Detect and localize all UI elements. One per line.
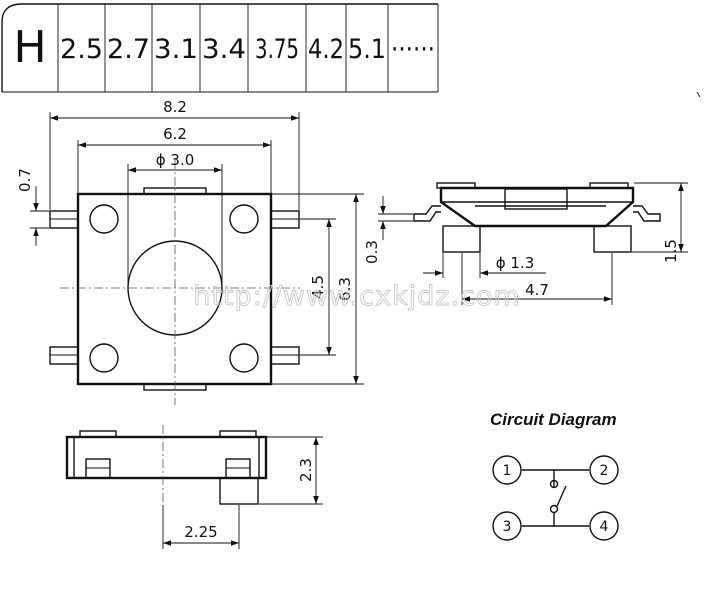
peg-right [593, 225, 632, 253]
dim-body-width: 6.2 [163, 125, 187, 143]
front-lead-left [85, 458, 111, 479]
front-peg [219, 477, 259, 505]
corner-mark [696, 91, 701, 98]
pin-3-circle [492, 511, 522, 541]
pin-1-label: 1 [503, 463, 512, 479]
lead-top-left [49, 210, 79, 229]
height-value-1: 2.5 [60, 34, 103, 65]
dim-pin-pitch: 4.5 [309, 275, 327, 299]
height-table-letter: H [13, 22, 46, 73]
circuit-diagram: Circuit Diagram 1 2 3 4 [490, 410, 619, 541]
height-value-6: 4.2 [308, 34, 344, 65]
side-view: 0.3 ϕ 1.3 4.7 1.5 [363, 182, 688, 305]
dim-button-diameter: ϕ 3.0 [156, 151, 195, 169]
watermark-text: http://www.cxkjdz.com [193, 281, 521, 312]
height-value-4: 3.4 [202, 34, 246, 65]
height-value-2: 2.7 [107, 34, 150, 65]
pin-3-label: 3 [503, 519, 512, 535]
front-lead-right [225, 458, 251, 479]
dim-lead-thickness: 0.3 [363, 240, 381, 264]
switch-contact-bottom [549, 504, 559, 514]
dim-overall-width: 8.2 [163, 98, 187, 116]
pin-4-circle [589, 511, 619, 541]
circuit-title: Circuit Diagram [490, 410, 617, 429]
height-value-3: 3.1 [154, 34, 198, 65]
height-value-5: 3.75 [255, 34, 299, 65]
gull-lead-left [413, 205, 441, 222]
switch-contact-top [549, 479, 559, 489]
dim-front-height: 2.3 [297, 458, 315, 482]
pin-2-circle [589, 455, 619, 485]
dim-peg-offset: 2.25 [184, 523, 217, 541]
dim-standoff: 1.5 [662, 239, 680, 263]
front-body [65, 435, 268, 480]
height-table-frame [1, 3, 438, 92]
height-value-7: 5.1 [348, 34, 386, 65]
switch-arm [556, 485, 567, 507]
height-value-8: ······ [391, 34, 435, 65]
lead-top-right [270, 210, 300, 229]
side-actuator [504, 188, 568, 210]
top-view: 8.2 6.2 ϕ 3.0 0.7 4.5 6.3 [16, 98, 364, 405]
hole-bottom-left [89, 343, 119, 373]
dim-lead-width: 0.7 [16, 168, 34, 192]
bottom-view: 2.3 2.25 [65, 425, 323, 549]
hole-bottom-right [229, 343, 259, 373]
dim-body-height: 6.3 [336, 277, 354, 301]
lead-bottom-left [49, 346, 79, 365]
lead-bottom-right [270, 346, 300, 365]
pin-2-label: 2 [600, 463, 609, 479]
pin-1-circle [492, 455, 522, 485]
dim-peg-pitch: 4.7 [525, 281, 549, 299]
pin-4-label: 4 [600, 519, 609, 535]
dim-peg-diameter: ϕ 1.3 [496, 254, 535, 272]
hole-top-left [89, 204, 119, 234]
hole-top-right [229, 204, 259, 234]
peg-left [442, 225, 481, 253]
side-body [439, 186, 635, 228]
gull-lead-right [633, 205, 661, 222]
